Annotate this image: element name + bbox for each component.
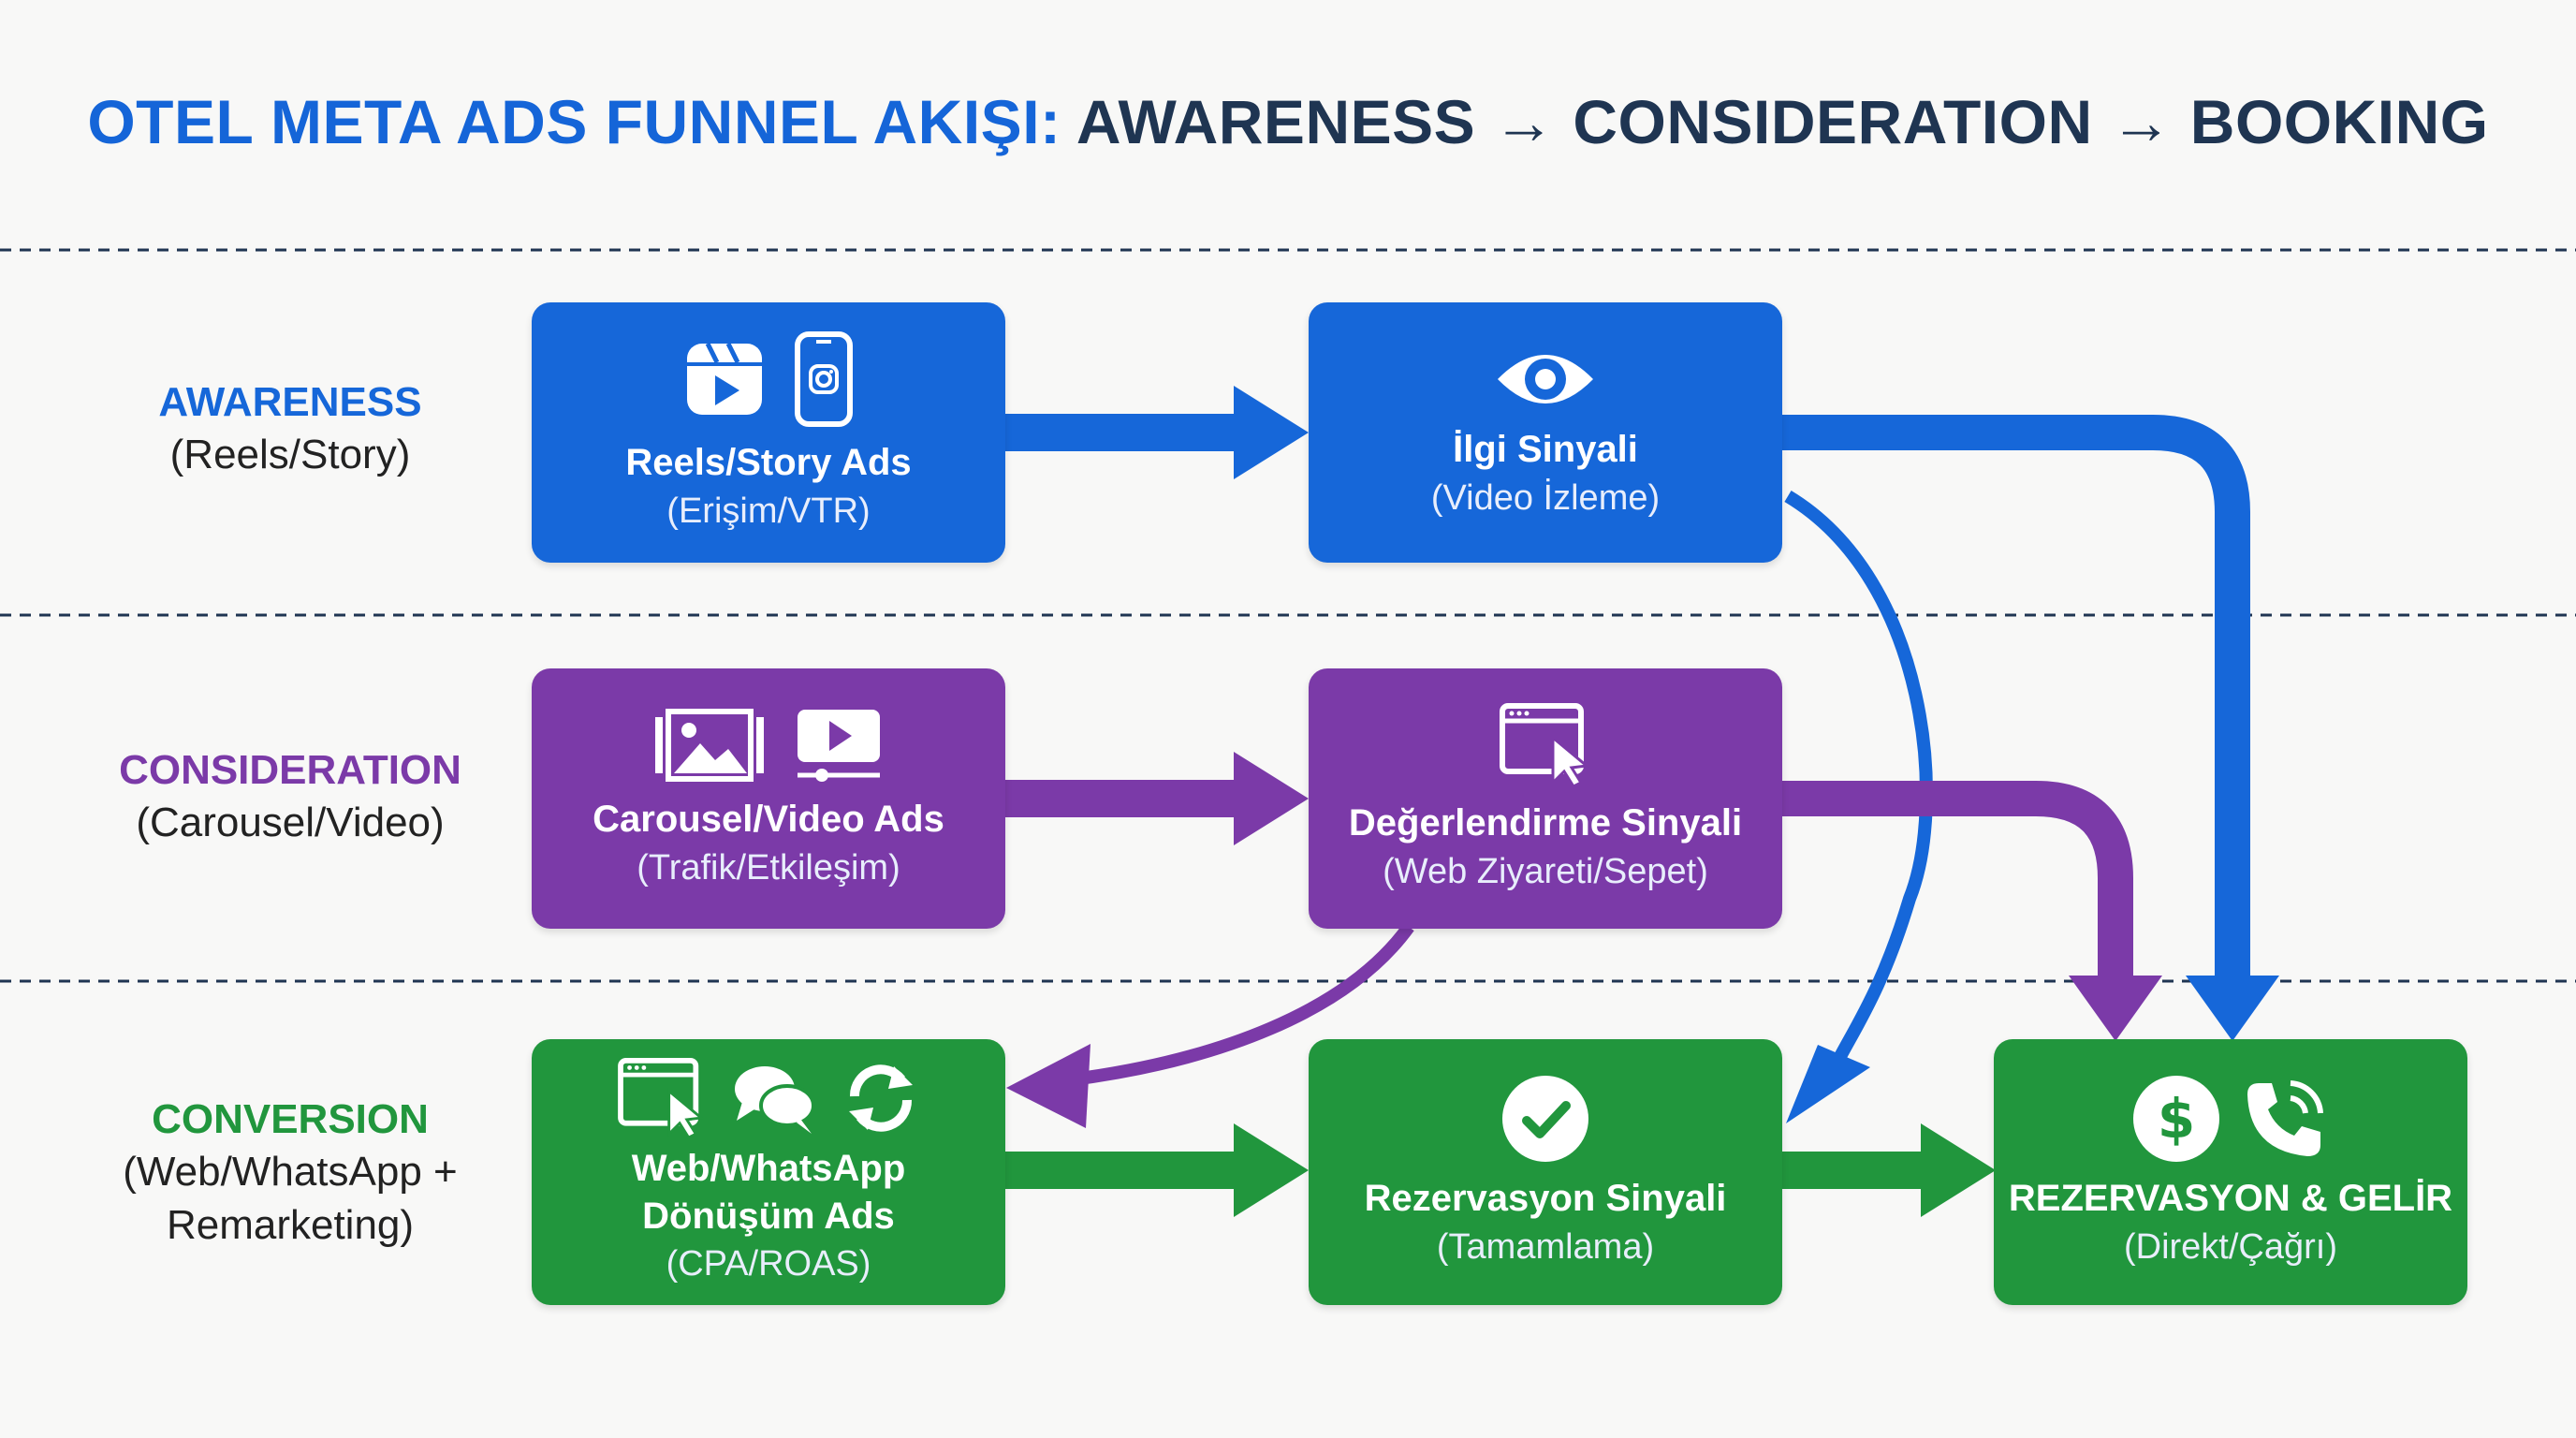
box-icons: $ [2131,1074,2330,1164]
browser-click-icon [1500,703,1590,789]
arrow-ilgi-to-rezervasyon [1784,491,1933,1071]
box-title: Değerlendirme Sinyali [1348,802,1743,844]
box-title: İlgi Sinyali [1453,429,1638,471]
arrowhead-conversion-to-rezervasyon [1234,1123,1309,1217]
stage-label-consideration: CONSIDERATION (Carousel/Video) [56,744,524,850]
stage-name: CONSIDERATION [119,747,461,793]
phone-instagram-icon [795,331,853,428]
box-carousel-video-ads: Carousel/Video Ads (Trafik/Etkileşim) [532,668,1005,929]
box-sub: (Tamamlama) [1436,1226,1655,1267]
box-title: Rezervasyon Sinyali [1364,1178,1727,1220]
box-sub: (Web Ziyareti/Sepet) [1383,851,1708,891]
box-reels-story-ads: Reels/Story Ads (Erişim/VTR) [532,302,1005,563]
consideration-arrows [1002,752,2162,1128]
box-sub: (Direkt/Çağrı) [2123,1226,2338,1267]
arrowhead-ilgi-to-rezervasyon [1786,1045,1870,1123]
arrowhead-reels-to-ilgi [1234,386,1309,479]
box-title: Carousel/Video Ads [593,799,944,841]
arrow-degerlendirme-to-gelir [1778,781,2133,992]
arrowhead-carousel-to-degerlendirme [1234,752,1309,845]
arrow-ilgi-to-gelir [1778,415,2250,992]
box-icons [653,706,884,785]
eye-icon [1498,355,1593,404]
chat-bubbles-icon [735,1065,815,1134]
stage-name: CONVERSION [152,1096,429,1142]
stage-name: AWARENESS [158,379,422,425]
title-stages: AWARENESS → CONSIDERATION → BOOKING [1076,87,2489,156]
box-web-whatsapp-donusum-ads: Web/WhatsApp Dönüşüm Ads (CPA/ROAS) [532,1039,1005,1305]
stage-label-awareness: AWARENESS (Reels/Story) [56,376,524,482]
phone-call-icon [2247,1080,2323,1157]
stage-sub: (Carousel/Video) [136,800,445,846]
stage-dividers [0,248,2576,983]
video-player-icon [798,710,880,783]
arrow-degerlendirme-to-conversion [1057,922,1414,1088]
box-title: Reels/Story Ads [625,442,912,484]
page-title: OTEL META ADS FUNNEL AKIŞI: AWARENESS → … [0,86,2576,157]
box-degerlendirme-sinyali: Değerlendirme Sinyali (Web Ziyareti/Sepe… [1309,668,1782,929]
arrowhead-degerlendirme-to-conversion [1006,1044,1090,1128]
arrowhead-rezervasyon-to-gelir [1921,1123,1996,1217]
stage-sub: (Web/WhatsApp + Remarketing) [123,1149,458,1248]
box-sub: (Video İzleme) [1430,477,1661,518]
box-sub: (Erişim/VTR) [666,491,871,531]
box-rezervasyon-sinyali: Rezervasyon Sinyali (Tamamlama) [1309,1039,1782,1305]
awareness-arrows [1002,386,2279,1123]
box-title: REZERVASYON & GELİR [2008,1178,2453,1220]
box-icons [683,330,854,428]
refresh-icon [849,1064,913,1132]
stage-sub: (Reels/Story) [169,432,411,478]
box-icons [617,1057,920,1139]
box-ilgi-sinyali: İlgi Sinyali (Video İzleme) [1309,302,1782,563]
box-sub: (Trafik/Etkileşim) [637,847,900,888]
box-icons [1494,344,1597,415]
title-prefix: OTEL META ADS FUNNEL AKIŞI: [87,87,1061,156]
dollar-circle-icon: $ [2133,1076,2219,1163]
reels-icon [687,343,762,416]
arrowhead-ilgi-to-gelir [2186,976,2279,1041]
check-circle-icon [1502,1076,1588,1163]
box-sub: (CPA/ROAS) [666,1244,871,1284]
arrowhead-degerlendirme-to-gelir [2069,976,2162,1041]
box-icons [1499,702,1592,789]
browser-click-icon [618,1057,705,1139]
box-title: Web/WhatsApp Dönüşüm Ads [631,1147,906,1237]
box-rezervasyon-gelir: $ REZERVASYON & GELİR (Direkt/Çağrı) [1994,1039,2467,1305]
svg-text:$: $ [2158,1087,2195,1151]
box-icons [1500,1074,1590,1164]
image-gallery-icon [655,709,764,783]
conversion-arrows [1002,1123,1996,1217]
stage-label-conversion: CONVERSION (Web/WhatsApp + Remarketing) [56,1093,524,1252]
